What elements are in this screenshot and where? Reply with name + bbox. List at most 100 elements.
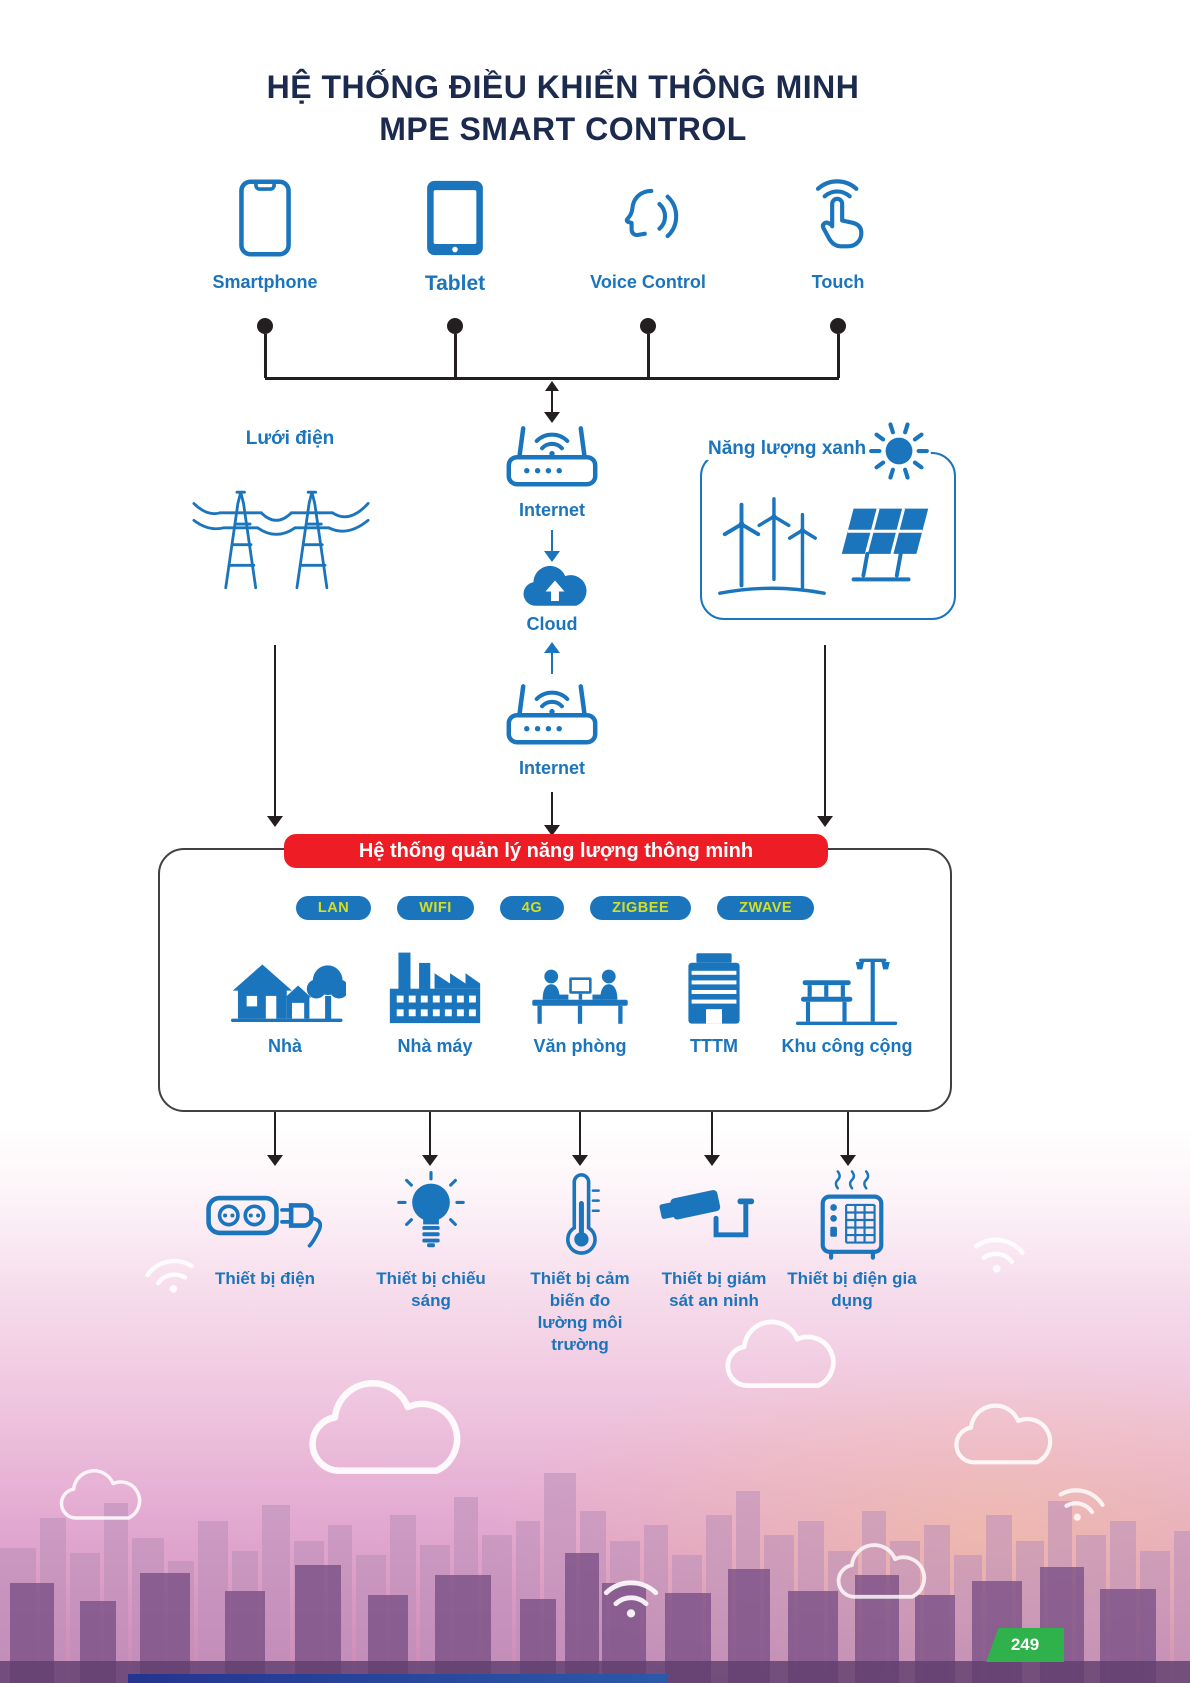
device-label: Thiết bị chiếu sáng <box>376 1269 486 1311</box>
tablet-icon-wrap <box>370 172 540 264</box>
touch-icon-wrap <box>753 172 923 264</box>
arrow-grid-to-ems <box>267 645 283 827</box>
arrow-to-device-2 <box>422 1112 438 1166</box>
house-icon <box>230 964 346 1023</box>
smartphone-icon-wrap <box>180 172 350 264</box>
security-camera-icon <box>659 1190 755 1238</box>
router-icon <box>506 684 598 745</box>
protocol-pill: ZWAVE <box>717 896 815 920</box>
cloud-upload-icon <box>523 565 587 606</box>
cloud-outline-icon <box>954 1403 1053 1465</box>
site-label: Khu công cộng <box>781 1036 913 1056</box>
factory-icon <box>389 952 481 1024</box>
device-electric: Thiết bị điện <box>180 1170 350 1290</box>
internet-bottom-label: Internet <box>518 758 585 778</box>
appliance-icon <box>820 1170 884 1260</box>
city-skyline <box>0 1473 1190 1683</box>
cloud-outline-icon <box>309 1380 461 1474</box>
connector-dot <box>257 318 273 334</box>
tablet-icon <box>427 180 483 256</box>
smartphone-icon <box>239 179 291 257</box>
device-sensor: Thiết bị cảm biến đo lường môi trường <box>495 1170 665 1356</box>
router-icon <box>506 426 598 487</box>
protocol-pill: LAN <box>295 896 372 920</box>
title-line-1: HỆ THỐNG ĐIỀU KHIỂN THÔNG MINH <box>266 69 860 105</box>
protocol-pill: ZIGBEE <box>590 896 692 920</box>
mall-icon <box>688 953 740 1024</box>
office-icon-wrap <box>505 938 655 1030</box>
footer-bar <box>128 1674 668 1683</box>
arrow-green-to-ems <box>817 645 833 827</box>
internet-top-label: Internet <box>518 500 585 520</box>
wifi-signal-icon <box>145 1258 194 1293</box>
site-label: Văn phòng <box>533 1036 627 1056</box>
connector-dot <box>447 318 463 334</box>
grid-label: Lưới điện <box>245 428 335 449</box>
city-background <box>0 1128 1190 1683</box>
arrow-to-device-5 <box>840 1112 856 1166</box>
control-tablet: Tablet <box>370 172 540 296</box>
connector-bus-line <box>265 377 839 380</box>
connector-dot <box>830 318 846 334</box>
thermometer-icon <box>566 1173 600 1255</box>
solar-panel-icon <box>841 508 929 582</box>
site-label: Nhà <box>267 1036 302 1056</box>
site-mall: TTTM <box>639 938 789 1057</box>
power-grid-icon <box>192 490 370 590</box>
mall-icon-wrap <box>639 938 789 1030</box>
cloud-outline-icon <box>836 1543 927 1599</box>
cloud-label: Cloud <box>526 614 578 634</box>
ems-box: Hệ thống quản lý năng lượng thông minh L… <box>158 834 952 1112</box>
site-home: Nhà <box>210 938 360 1057</box>
public-space-icon <box>795 958 898 1026</box>
page-number-badge: 249 <box>986 1628 1064 1662</box>
light-bulb-icon-wrap <box>346 1170 516 1260</box>
arrow-internet-to-ems <box>544 792 560 836</box>
connector-line <box>454 334 457 378</box>
appliance-icon-wrap <box>767 1170 937 1260</box>
device-security: Thiết bị giám sát an ninh <box>629 1170 799 1312</box>
control-smartphone: Smartphone <box>180 172 350 293</box>
control-touch: Touch <box>753 172 923 293</box>
security-camera-icon-wrap <box>629 1170 799 1260</box>
house-icon-wrap <box>210 938 360 1030</box>
voice-control-icon <box>624 188 679 239</box>
voice-control-icon-wrap <box>563 172 733 264</box>
arrow-to-device-1 <box>267 1112 283 1166</box>
factory-icon-wrap <box>360 938 510 1030</box>
sun-icon <box>867 419 931 483</box>
ems-banner: Hệ thống quản lý năng lượng thông minh <box>284 834 828 868</box>
arrow-to-device-4 <box>704 1112 720 1166</box>
device-label: Thiết bị giám sát an ninh <box>661 1269 767 1311</box>
site-label: TTTM <box>690 1036 738 1056</box>
site-public-space: Khu công cộng <box>772 938 922 1057</box>
control-label: Tablet <box>424 272 486 295</box>
green-energy-label: Năng lượng xanh <box>698 438 877 460</box>
page-title: HỆ THỐNG ĐIỀU KHIỂN THÔNG MINH MPE SMART… <box>0 66 1126 150</box>
office-icon <box>532 969 628 1024</box>
arrow-to-device-3 <box>572 1112 588 1166</box>
protocol-pill: 4G <box>499 896 565 920</box>
power-strip-icon-wrap <box>180 1170 350 1260</box>
cloud-outline-icon <box>725 1319 836 1389</box>
site-label: Nhà máy <box>397 1036 473 1056</box>
wifi-signal-icon <box>1058 1488 1105 1521</box>
connector-dot <box>640 318 656 334</box>
wifi-signal-icon <box>603 1580 659 1618</box>
device-label: Thiết bị cảm biến đo lường môi trường <box>530 1269 630 1355</box>
public-space-icon-wrap <box>772 938 922 1030</box>
thermometer-icon-wrap <box>495 1170 665 1260</box>
connector-line <box>837 334 840 378</box>
device-lighting: Thiết bị chiếu sáng <box>346 1170 516 1312</box>
cloud-outline-icon <box>59 1469 142 1520</box>
control-label: Touch <box>811 272 865 292</box>
connector-line <box>647 334 650 378</box>
arrow-internet-to-cloud <box>544 530 560 562</box>
protocol-pills: LAN WIFI 4G ZIGBEE ZWAVE <box>160 896 950 920</box>
device-label: Thiết bị điện gia dụng <box>787 1269 917 1311</box>
control-label: Voice Control <box>590 272 706 292</box>
site-office: Văn phòng <box>505 938 655 1057</box>
device-label: Thiết bị điện <box>214 1269 316 1288</box>
touch-icon <box>815 179 864 249</box>
